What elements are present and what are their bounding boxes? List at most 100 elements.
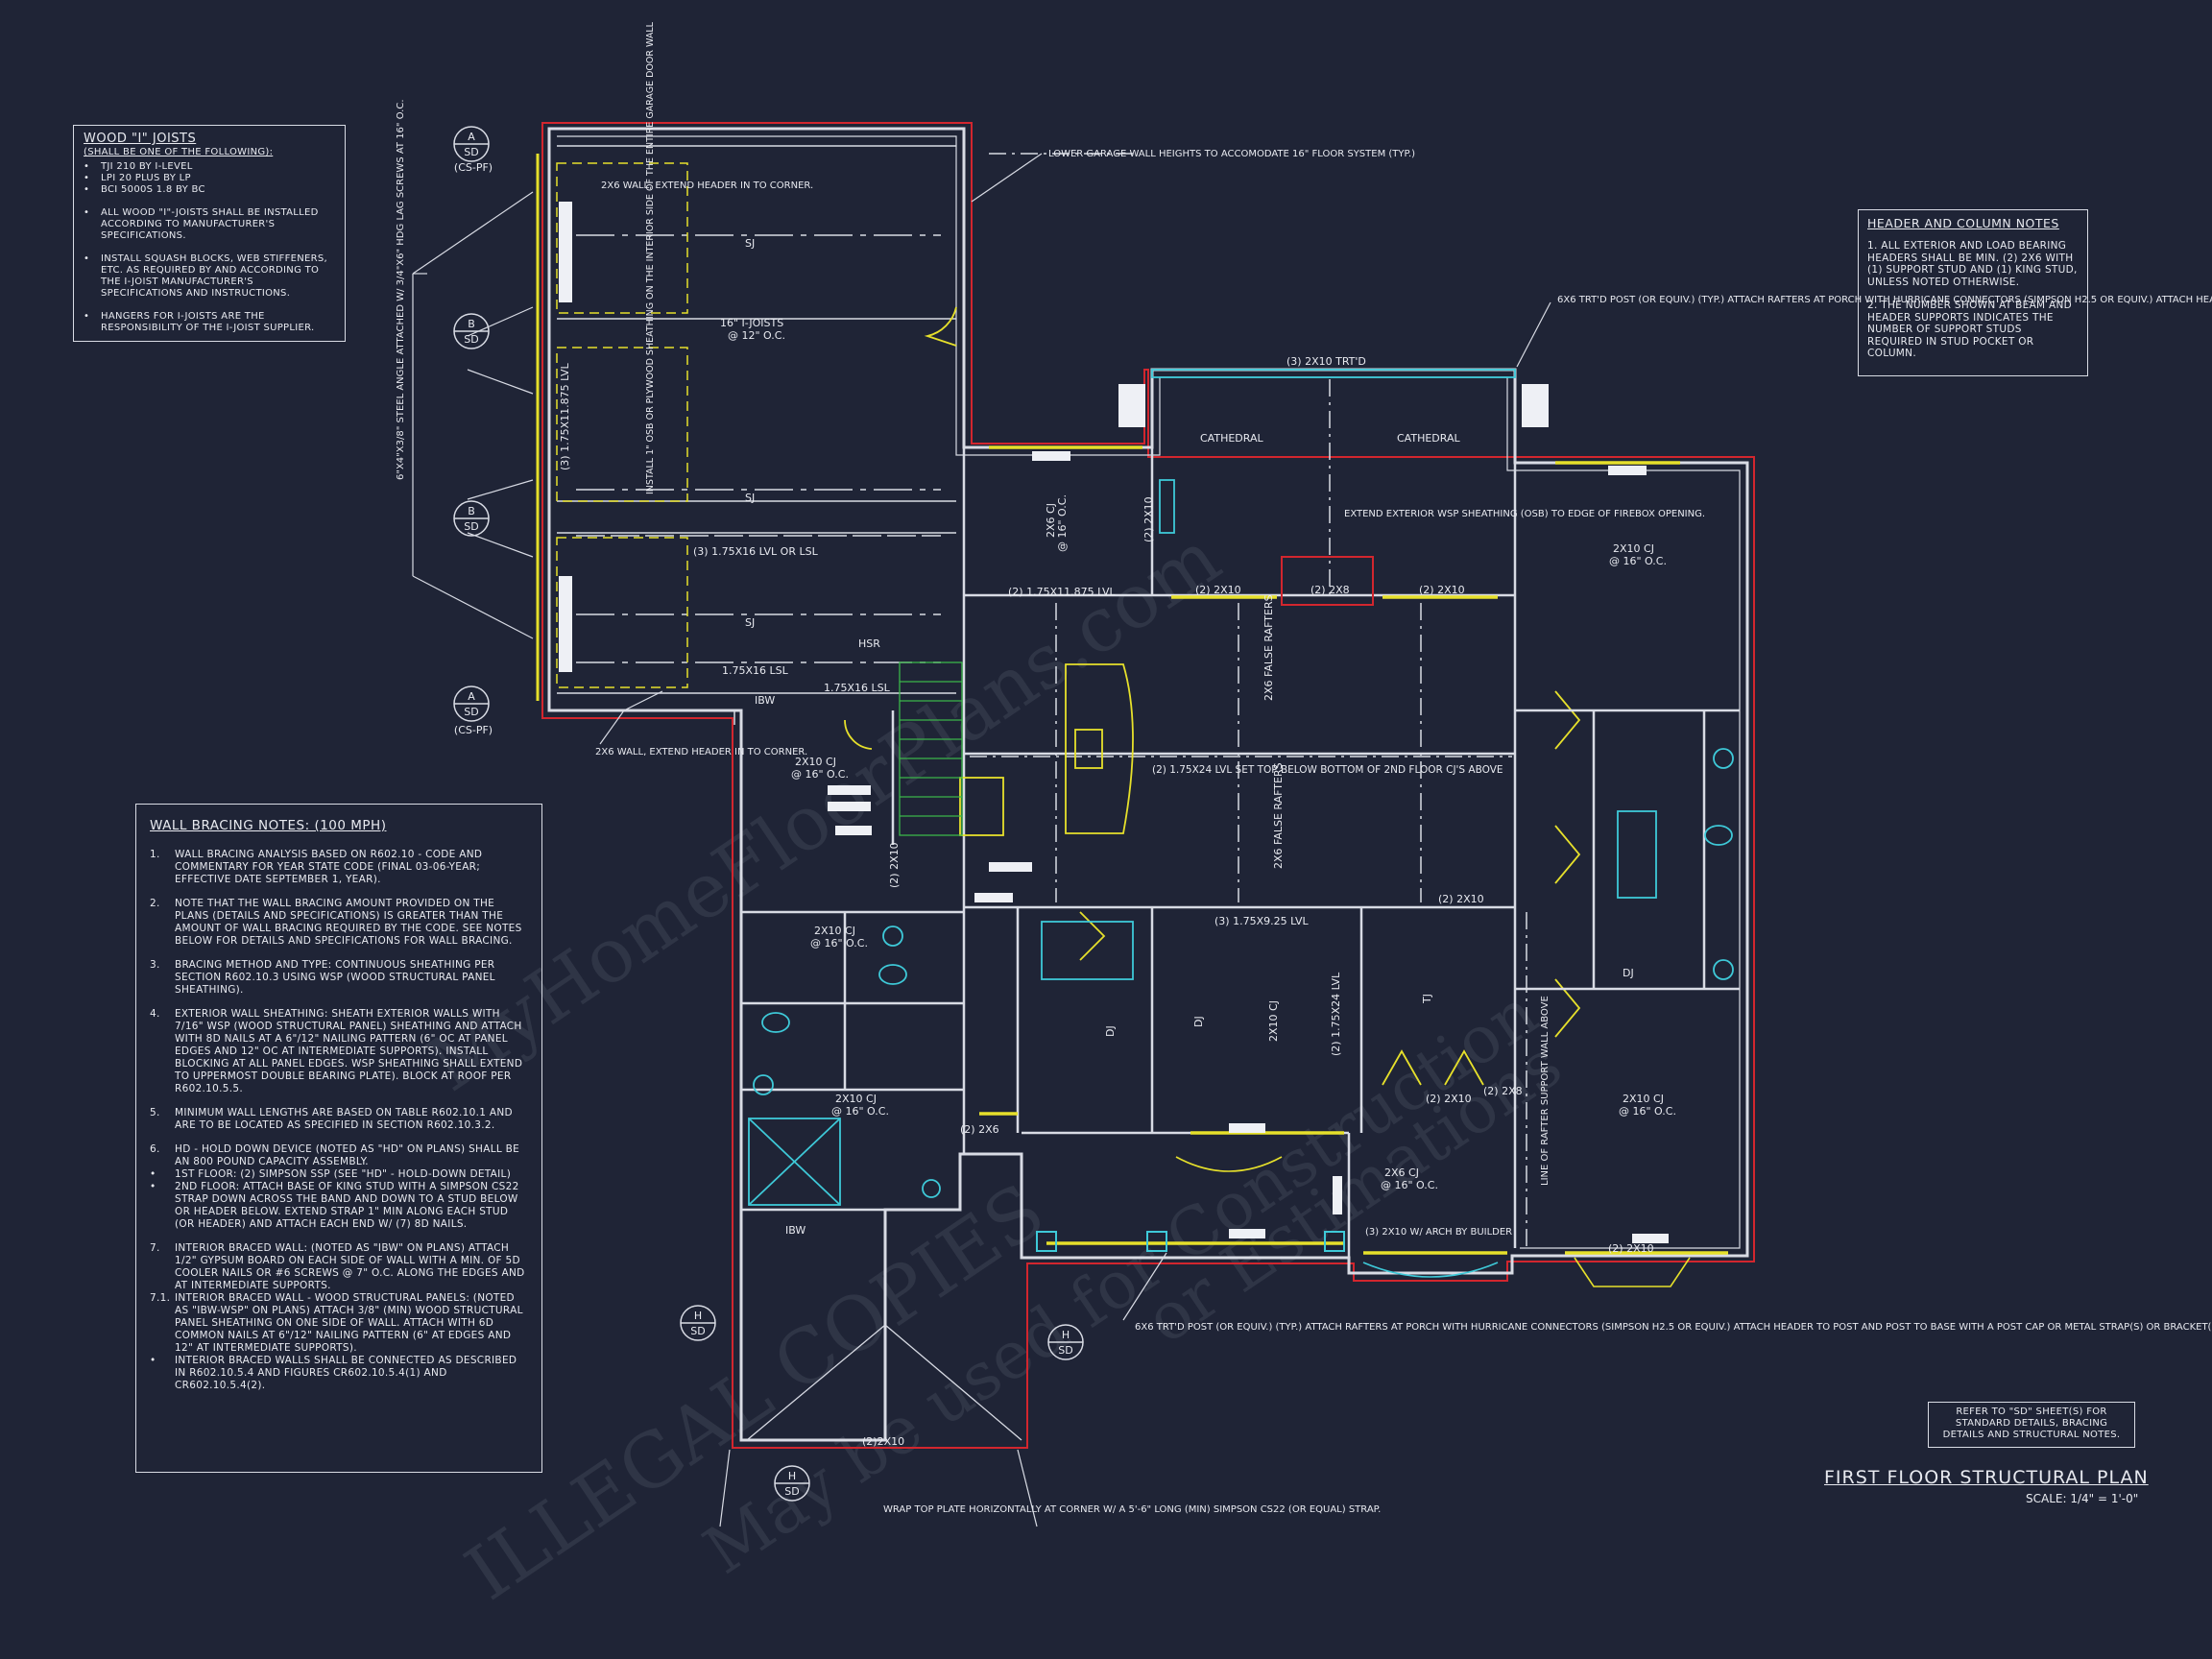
ijoist-note: •HANGERS FOR I-JOISTS ARE THE RESPONSIBI… [84, 310, 315, 333]
section-a-top: A [468, 131, 475, 143]
h2x10-f: (2) 2x10 [1142, 496, 1155, 542]
steel-angle-label: 6"X4"X3/8" STEEL ANGLE ATTACHED W/ 3/4"X… [396, 99, 406, 480]
bracing-note: •INTERIOR BRACED WALLS SHALL BE CONNECTE… [150, 1355, 517, 1391]
oc16-1: @ 16" O.C. [1056, 494, 1069, 552]
lsl-label-2: 1.75X16 LSL [824, 682, 891, 694]
section-h-left: H [694, 1310, 702, 1322]
ijoist-notes-subtitle: (SHALL BE ONE OF THE FOLLOWING): [84, 147, 274, 157]
cj-2x10-l3: 2x10 CJ [835, 1093, 877, 1105]
cj-2x6-bottom: 2x6 CJ [1384, 1166, 1419, 1179]
ijoists-oc-label: @ 12" O.C. [728, 329, 785, 342]
wall-bottom-label: 2X6 WALL, EXTEND HEADER IN TO CORNER. [595, 747, 807, 757]
lsl-label-1: 1.75X16 LSL [722, 664, 789, 677]
h2x10-c: (2) 2x10 [1438, 893, 1484, 905]
porch-top-label: 6x6 TRT'D POST (OR EQUIV.) (TYP.) ATTACH… [1557, 295, 2212, 305]
dj-label-3: DJ [1623, 967, 1634, 979]
plan-scale: SCALE: 1/4" = 1'-0" [2026, 1492, 2139, 1505]
header-note-1: 1. ALL EXTERIOR AND LOAD BEARING HEADERS… [1867, 240, 2078, 288]
bay-window-2 [1574, 1257, 1691, 1287]
h2x10-d: (2) 2x10 [1426, 1093, 1472, 1105]
h2x8-label: (2) 2x8 [1310, 584, 1350, 596]
cj-2x10-mid: 2x10 CJ [1267, 1000, 1280, 1042]
sj-label-3: SJ [745, 616, 755, 629]
section-a-bot-cs: (CS-PF) [454, 724, 493, 736]
lvl-925-label: (3) 1.75x9.25 LVL [1214, 915, 1310, 927]
ijoist-option: •LPI 20 PLUS BY LP [84, 172, 191, 183]
trtd-label: (3) 2x10 TRT'D [1286, 355, 1366, 368]
garage-framing [557, 145, 956, 725]
ijoist-note: •ALL WOOD "I"-JOISTS SHALL BE INSTALLED … [84, 206, 319, 241]
porch-posts [1036, 1231, 1345, 1252]
cj-2x6-1: 2x6 CJ [1045, 503, 1057, 538]
arch-label: (3) 2x10 W/ ARCH BY BUILDER [1365, 1227, 1512, 1238]
section-a-bot-sd: SD [464, 706, 478, 718]
ibw-label-1: IBW [755, 694, 775, 707]
bracing-notes: WALL BRACING NOTES: (100 MPH) 1.WALL BRA… [135, 804, 542, 1473]
plan-title: FIRST FLOOR STRUCTURAL PLAN [1824, 1467, 2149, 1488]
beam-lines [970, 153, 1527, 1248]
exterior-wall [547, 127, 1749, 1442]
section-h-right: H [1062, 1329, 1070, 1341]
lvl-11875-label: (2) 1.75x11.875 LVL [1008, 586, 1117, 598]
h2x6-label: (2) 2x6 [960, 1123, 999, 1136]
cathedral-1: CATHEDRAL [1200, 432, 1263, 445]
h2x8-b-label: (2) 2x8 [1483, 1085, 1523, 1097]
ijoists-label: 16" I-JOISTS [720, 317, 783, 329]
lvl-set-label: (2) 1.75x24 LVL SET TOP BELOW BOTTOM OF … [1152, 764, 1503, 776]
exterior-outline [541, 122, 1755, 1449]
door-swings [844, 306, 1581, 1086]
cj-2x10-l2: 2x10 CJ [814, 925, 855, 937]
section-a-top-cs: (CS-PF) [454, 161, 493, 174]
h2x10-b: (2) 2x10 [1419, 584, 1465, 596]
cj-2x10-right: 2x10 CJ [1613, 542, 1654, 555]
oc16-left: @ 16" O.C. [791, 768, 849, 781]
ijoist-notes-title: WOOD "I" JOISTS [84, 132, 197, 146]
fixtures [748, 369, 1734, 1206]
lvl-vertical-label: (3) 1.75X11.875 LVL [559, 362, 571, 470]
h2x10-e: (2) 2x10 [888, 842, 901, 888]
plan-labels: A SD (CS-PF) B SD B SD A SD (CS-PF) H SD… [396, 21, 2212, 1515]
rafter-line-label: LINE OF RAFTER SUPPORT WALL ABOVE [1540, 996, 1551, 1186]
bracing-note: 1.WALL BRACING ANALYSIS BASED ON R602.10… [150, 849, 483, 885]
refer-note: REFER TO "SD" SHEET(S) FOR STANDARD DETA… [1928, 1402, 2135, 1448]
bracing-note: 2.NOTE THAT THE WALL BRACING AMOUNT PROV… [150, 898, 522, 947]
ijoist-note: •INSTALL SQUASH BLOCKS, WEB STIFFENERS, … [84, 252, 328, 299]
bracing-notes-title: WALL BRACING NOTES: (100 MPH) [150, 818, 387, 833]
section-b1-sd: SD [464, 333, 478, 346]
cj-2x10-left: 2x10 CJ [795, 756, 836, 768]
sj-label-1: SJ [745, 237, 755, 250]
lvl-lsl-label: (3) 1.75X16 LVL OR LSL [693, 545, 819, 558]
bracing-note: •2ND FLOOR: ATTACH BASE OF KING STUD WIT… [150, 1181, 519, 1230]
garage-hatch [556, 162, 688, 688]
dj-label-2: DJ [1104, 1025, 1117, 1037]
dj-label-1: DJ [1192, 1016, 1205, 1027]
section-h-right-sd: SD [1058, 1344, 1072, 1357]
section-b1: B [468, 318, 475, 330]
interior-walls [741, 447, 1740, 1258]
oc16-bottom: @ 16" O.C. [1381, 1179, 1438, 1191]
oc16-right: @ 16" O.C. [1609, 555, 1667, 567]
osb-note-label: INSTALL 1" OSB OR PLYWOOD SHEATHING ON T… [645, 21, 656, 494]
section-markers [453, 126, 1084, 1502]
tj-label: TJ [1421, 994, 1433, 1004]
oc16-l2: @ 16" O.C. [810, 937, 868, 950]
lvl-24-label: (2) 1.75x24 LVL [1330, 972, 1342, 1056]
header-note-2: 2. THE NUMBER SHOWN AT BEAM AND HEADER S… [1867, 300, 2073, 359]
h2x10-bottom: (2)2X10 [862, 1435, 904, 1448]
bracing-note: 3.BRACING METHOD AND TYPE: CONTINUOUS SH… [150, 959, 495, 996]
section-a-top-sd: SD [464, 146, 478, 158]
hsr-label: HSR [858, 637, 880, 650]
ibw-label-2: IBW [785, 1224, 805, 1237]
cathedral-2: CATHEDRAL [1397, 432, 1460, 445]
porch-bottom-label: 6x6 TRT'D POST (OR EQUIV.) (TYP.) ATTACH… [1135, 1322, 2212, 1333]
fireplace [1281, 556, 1374, 606]
headers [979, 445, 1728, 1255]
section-b2-sd: SD [464, 520, 478, 533]
section-h-bot: H [788, 1470, 796, 1482]
oc16-br: @ 16" O.C. [1619, 1105, 1676, 1118]
bracing-note: 6.HD - HOLD DOWN DEVICE (NOTED AS "HD" O… [150, 1143, 520, 1167]
sj-label-2: SJ [745, 492, 755, 504]
h2x10-a: (2) 2x10 [1195, 584, 1241, 596]
refer-note-text: REFER TO "SD" SHEET(S) FOR STANDARD DETA… [1942, 1407, 2121, 1440]
